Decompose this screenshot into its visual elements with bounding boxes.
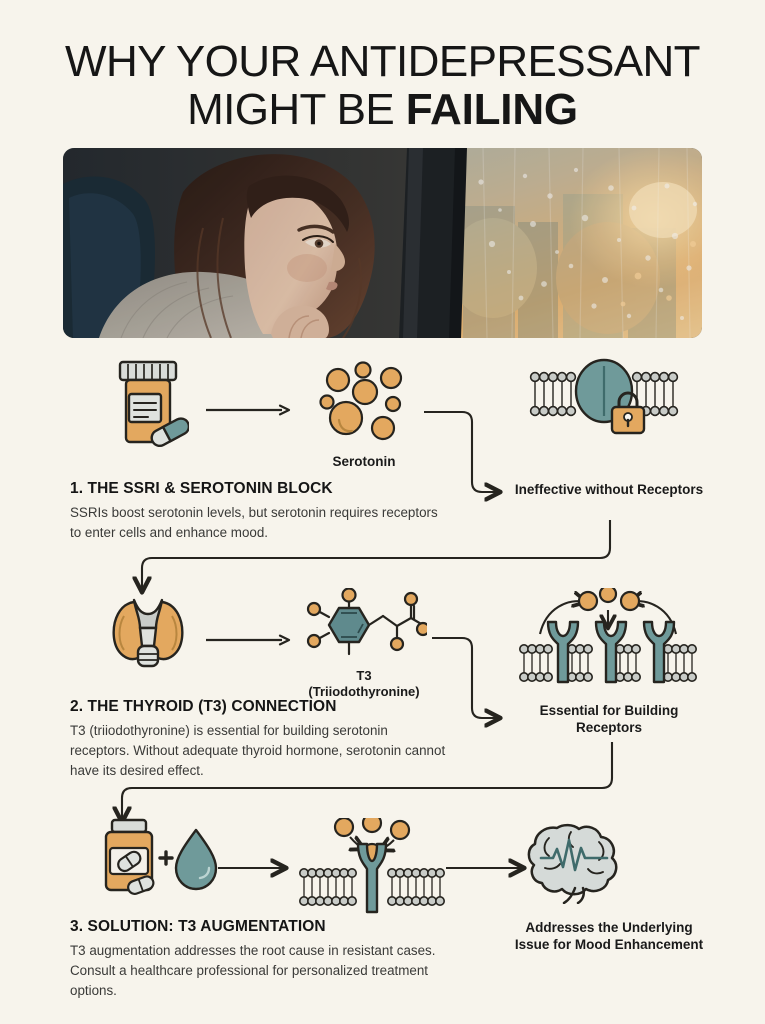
t3-molecule-slot: T3 (Triiodothyronine): [296, 588, 432, 700]
section-2-heading: 2. THE THYROID (T3) CONNECTION: [70, 698, 337, 715]
blocked-receptor-lock-icon: [529, 358, 679, 435]
serotonin-slot: Serotonin: [296, 358, 432, 470]
section-2-body: T3 (triiodothyronine) is essential for b…: [70, 723, 446, 779]
section-1-body: SSRIs boost serotonin levels, but seroto…: [70, 505, 438, 541]
t3-molecule-icon: [306, 588, 427, 656]
section-1-heading: 1. THE SSRI & SEROTONIN BLOCK: [70, 480, 333, 497]
section-2-text: 2. THE THYROID (T3) CONNECTION T3 (triio…: [70, 698, 705, 781]
receptor-membrane-caption: Essential for Building Receptors: [539, 703, 679, 735]
title-line-1: WHY YOUR ANTIDEPRESSANT: [65, 37, 701, 86]
title-emphasis-failing: FAILING: [405, 85, 578, 135]
arrow-thyroid-to-t3-icon: [206, 634, 291, 646]
section-3-icon-row: [0, 818, 765, 926]
receptor-membrane-slot: [508, 588, 708, 692]
thyroid-gland-icon: [112, 598, 184, 668]
serotonin-molecules-icon: [319, 361, 403, 441]
blocked-receptor-caption: Ineffective without Receptors: [514, 482, 704, 497]
section-3-body: T3 augmentation addresses the root cause…: [70, 943, 436, 999]
t3-label-line-2: (Triiodothyronine): [308, 683, 420, 699]
section-ssri-serotonin-block: Serotonin: [0, 358, 765, 469]
photo-woman-window-rain-icon: [63, 148, 702, 338]
section-3-text: 3. SOLUTION: T3 AUGMENTATION T3 augmenta…: [70, 918, 705, 1001]
section-solution-t3-augmentation: [0, 818, 765, 926]
section-1-icon-row: Serotonin: [0, 358, 765, 469]
arrow-bottle-to-serotonin-icon: [206, 404, 291, 416]
receptor-membrane-icon: [519, 588, 698, 684]
serotonin-label: Serotonin: [332, 454, 396, 469]
section-2-icon-row: T3 (Triiodothyronine): [0, 588, 765, 699]
binding-receptor-slot: [296, 818, 448, 914]
medication-plus-droplet-icon: [104, 818, 218, 896]
pill-bottle-slot: [96, 358, 200, 450]
thyroid-slot: [96, 588, 200, 676]
section-1-text: 1. THE SSRI & SEROTONIN BLOCK SSRIs boos…: [70, 480, 705, 543]
pill-bottle-icon: [118, 360, 189, 448]
serotonin-binding-receptor-icon: [299, 818, 446, 914]
brain-caption: Addresses the Underlying Issue for Mood …: [514, 920, 704, 952]
title-line-2-plain: MIGHT BE: [187, 85, 406, 135]
section-3-heading: 3. SOLUTION: T3 AUGMENTATION: [70, 918, 326, 935]
t3-label-line-1: T3: [356, 668, 372, 683]
title-line-2: MIGHT BE FAILING: [0, 86, 765, 133]
brain-waveform-icon: [527, 823, 618, 904]
page-title: WHY YOUR ANTIDEPRESSANT MIGHT BE FAILING: [0, 38, 765, 133]
blocked-receptor-slot: [508, 358, 708, 442]
brain-slot: [520, 818, 630, 904]
section-thyroid-t3-connection: T3 (Triiodothyronine): [0, 588, 765, 699]
medication-droplet-slot: [96, 818, 220, 898]
hero-photo: [63, 148, 702, 338]
